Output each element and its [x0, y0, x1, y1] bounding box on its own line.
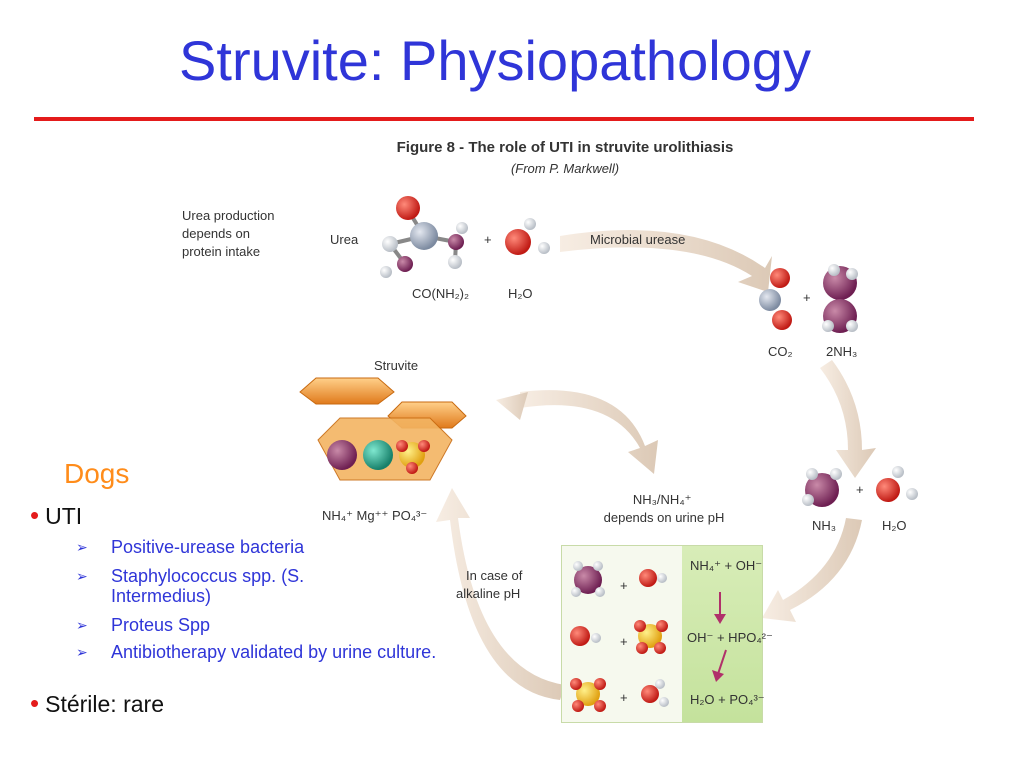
ph-arrow-head	[496, 392, 528, 420]
plus-sign: +	[620, 634, 628, 649]
to-box-arrow	[762, 518, 862, 622]
figure-caption: Figure 8 - The role of UTI in struvite u…	[397, 139, 734, 156]
plus-sign: +	[484, 232, 492, 247]
water-molecule-2	[876, 466, 918, 502]
struvite-crystals	[299, 377, 467, 481]
figure-source: (From P. Markwell)	[511, 161, 619, 176]
water-label: H₂O	[882, 518, 907, 533]
urease-arrow	[560, 230, 772, 292]
ph-arrow	[520, 390, 658, 474]
ammonia-molecule	[802, 468, 842, 507]
ammonia-pair	[822, 264, 858, 333]
urea-molecule	[380, 196, 468, 278]
equation-2: OH⁻ + HPO₄²⁻	[687, 630, 773, 645]
urea-production-note: Urea production depends on protein intak…	[182, 208, 278, 259]
alkaline-ph-label: In case of alkaline pH	[456, 568, 526, 601]
urea-formula: CO(NH₂)₂	[412, 286, 469, 301]
alkaline-arrow	[436, 488, 565, 700]
plus-sign: +	[803, 290, 811, 305]
co2-label: CO₂	[768, 344, 793, 359]
co2-molecule	[759, 268, 792, 330]
plus-sign: +	[620, 690, 628, 705]
urea-label: Urea	[330, 232, 359, 247]
ammonia-label: NH₃	[812, 518, 836, 533]
ammonia-x2-label: 2NH₃	[826, 344, 857, 359]
water-molecule	[505, 218, 550, 255]
microbial-urease-label: Microbial urease	[590, 232, 685, 247]
struvite-ions: NH₄⁺ Mg⁺⁺ PO₄³⁻	[322, 508, 427, 523]
struvite-label: Struvite	[374, 358, 418, 373]
equation-1: NH₄⁺ + OH⁻	[690, 558, 762, 573]
ammonia-arrow	[820, 360, 876, 478]
water-formula: H₂O	[508, 286, 533, 301]
plus-sign: +	[620, 578, 628, 593]
ph-dependence-label: NH₃/NH₄⁺ depends on urine pH	[604, 492, 725, 525]
reaction-box	[561, 545, 763, 723]
slide-title: Struvite: Physiopathology	[179, 29, 811, 92]
plus-sign: +	[856, 482, 864, 497]
equation-3: H₂O + PO₄³⁻	[690, 692, 765, 707]
title-divider	[34, 117, 974, 121]
